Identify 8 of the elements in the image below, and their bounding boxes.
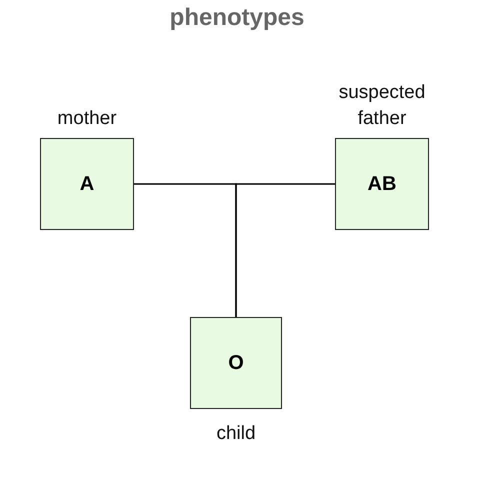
blood-type-box: O	[190, 317, 282, 409]
person-label: suspected father	[338, 81, 426, 131]
person-label: mother	[56, 107, 118, 131]
blood-type-box: AB	[335, 138, 429, 230]
blood-type-box: A	[40, 138, 134, 230]
connector-line	[235, 183, 335, 317]
person-label: child	[215, 422, 257, 446]
diagram-title: phenotypes	[168, 4, 306, 32]
